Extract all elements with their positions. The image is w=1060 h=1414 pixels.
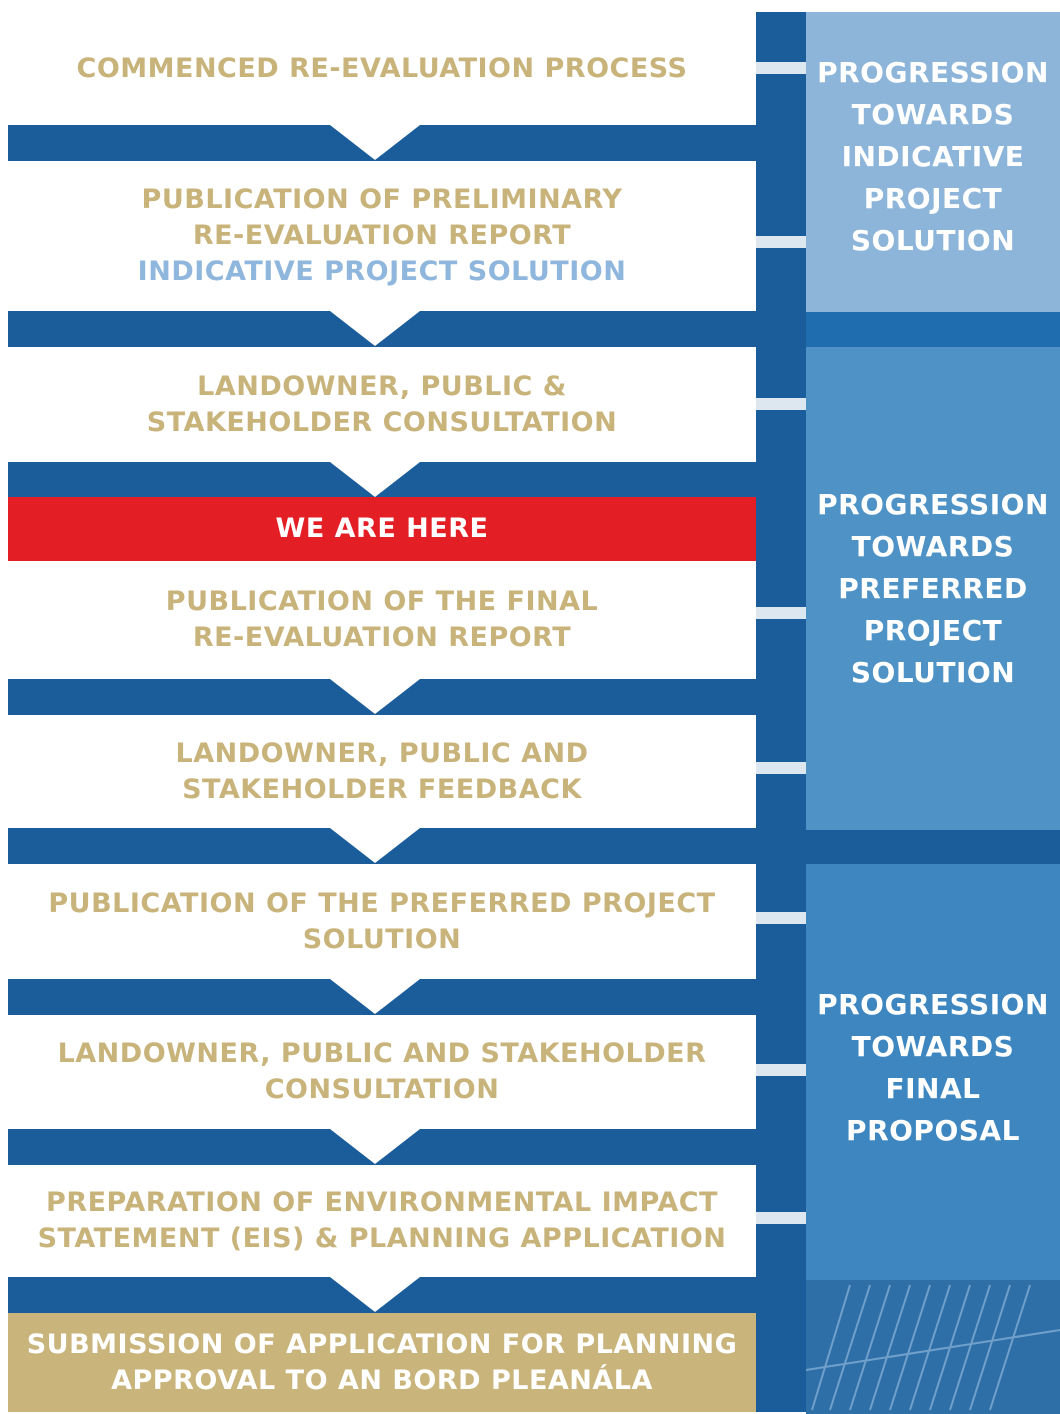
step-preliminary-report: PUBLICATION OF PRELIMINARY RE-EVALUATION… bbox=[8, 161, 756, 311]
phase-panel-1 bbox=[806, 12, 1060, 312]
phase-label: SOLUTION bbox=[850, 224, 1016, 257]
phase-gap bbox=[806, 312, 1060, 347]
phase-gap bbox=[806, 830, 1060, 864]
phase-tick bbox=[756, 912, 806, 924]
step-label: LANDOWNER, PUBLIC AND bbox=[175, 737, 589, 769]
step-preferred-solution: PUBLICATION OF THE PREFERRED PROJECT SOL… bbox=[8, 864, 756, 979]
we-are-here-banner: WE ARE HERE bbox=[8, 497, 756, 561]
chevron-arrow bbox=[330, 979, 420, 1014]
phase-label: FINAL bbox=[885, 1072, 981, 1105]
phase-label: TOWARDS bbox=[851, 1030, 1015, 1063]
phase-label: SOLUTION bbox=[850, 656, 1016, 689]
phase-label: PROPOSAL bbox=[846, 1114, 1020, 1147]
phase-label: PROGRESSION bbox=[817, 988, 1049, 1021]
bridge-cables bbox=[805, 1284, 1060, 1411]
step-label: LANDOWNER, PUBLIC AND STAKEHOLDER bbox=[57, 1038, 707, 1069]
step-final-report: PUBLICATION OF THE FINAL RE-EVALUATION R… bbox=[8, 561, 756, 679]
step-label: WE ARE HERE bbox=[275, 513, 489, 544]
step-label: RE-EVALUATION REPORT bbox=[192, 622, 572, 653]
phase-panel-3 bbox=[806, 864, 1060, 1280]
phase-panel-2 bbox=[806, 347, 1060, 830]
step-label: PUBLICATION OF PRELIMINARY bbox=[141, 184, 623, 215]
step-submission: SUBMISSION OF APPLICATION FOR PLANNING A… bbox=[8, 1313, 756, 1412]
chevron-arrow bbox=[330, 1129, 420, 1164]
step-feedback: LANDOWNER, PUBLIC AND STAKEHOLDER FEEDBA… bbox=[8, 715, 756, 828]
phase-label: PROJECT bbox=[863, 182, 1003, 215]
step-label: STAKEHOLDER FEEDBACK bbox=[182, 773, 582, 805]
step-commenced-re-evaluation: COMMENCED RE-EVALUATION PROCESS bbox=[8, 12, 756, 125]
phase-tick bbox=[756, 62, 806, 74]
step-consultation: LANDOWNER, PUBLIC & STAKEHOLDER CONSULTA… bbox=[8, 347, 756, 462]
phase-tick bbox=[756, 1212, 806, 1224]
step-label: RE-EVALUATION REPORT bbox=[192, 220, 572, 251]
phase-label: PROGRESSION bbox=[817, 488, 1049, 521]
chevron-arrow bbox=[330, 1277, 420, 1312]
phase-preferred-solution: PROGRESSION TOWARDS PREFERRED PROJECT SO… bbox=[806, 480, 1060, 698]
phase-label: PREFERRED bbox=[838, 572, 1028, 605]
phase-tick bbox=[756, 236, 806, 248]
phase-indicative-solution: PROGRESSION TOWARDS INDICATIVE PROJECT S… bbox=[806, 48, 1060, 266]
chevron-arrow bbox=[330, 125, 420, 160]
phase-label: PROJECT bbox=[863, 614, 1003, 647]
phase-tick bbox=[756, 398, 806, 410]
step-label: PUBLICATION OF THE PREFERRED PROJECT bbox=[48, 887, 716, 919]
phase-final-proposal: PROGRESSION TOWARDS FINAL PROPOSAL bbox=[806, 980, 1060, 1156]
step-label: LANDOWNER, PUBLIC & bbox=[197, 370, 567, 402]
phase-tick bbox=[756, 607, 806, 619]
chevron-arrow bbox=[330, 311, 420, 346]
step-sublabel: INDICATIVE PROJECT SOLUTION bbox=[137, 256, 627, 287]
step-label: PREPARATION OF ENVIRONMENTAL IMPACT bbox=[46, 1187, 718, 1218]
chevron-arrow bbox=[330, 462, 420, 497]
step-label: SOLUTION bbox=[302, 923, 462, 955]
phase-tick bbox=[756, 762, 806, 774]
phase-tick bbox=[756, 1064, 806, 1076]
phase-label: TOWARDS bbox=[851, 530, 1015, 563]
phase-photo bbox=[806, 1280, 1060, 1414]
phase-label: PROGRESSION bbox=[817, 56, 1049, 89]
chevron-arrow bbox=[330, 679, 420, 714]
chevron-arrow bbox=[330, 828, 420, 863]
step-eis-preparation: PREPARATION OF ENVIRONMENTAL IMPACT STAT… bbox=[8, 1165, 756, 1277]
phase-label: INDICATIVE bbox=[841, 140, 1025, 173]
phase-label: TOWARDS bbox=[851, 98, 1015, 131]
step-label: APPROVAL TO AN BORD PLEANÁLA bbox=[111, 1364, 653, 1396]
step-label: CONSULTATION bbox=[264, 1074, 500, 1105]
step-label: PUBLICATION OF THE FINAL bbox=[165, 586, 599, 617]
step-label: STATEMENT (EIS) & PLANNING APPLICATION bbox=[37, 1223, 727, 1254]
timeline-column bbox=[756, 12, 808, 1412]
step-label: COMMENCED RE-EVALUATION PROCESS bbox=[76, 52, 688, 84]
step-label: SUBMISSION OF APPLICATION FOR PLANNING bbox=[26, 1328, 738, 1360]
step-label: STAKEHOLDER CONSULTATION bbox=[146, 406, 618, 438]
step-stakeholder-consultation: LANDOWNER, PUBLIC AND STAKEHOLDER CONSUL… bbox=[8, 1015, 756, 1129]
